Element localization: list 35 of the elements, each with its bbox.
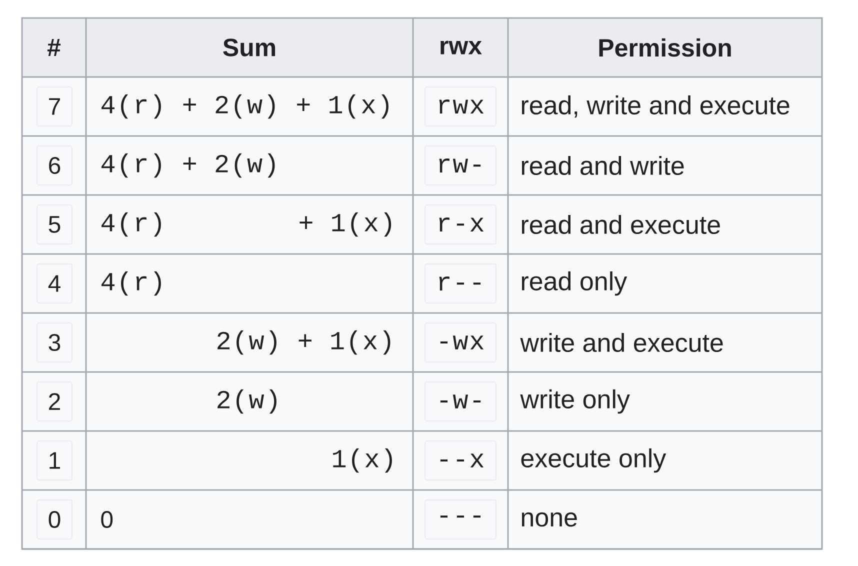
number-badge: 5: [36, 204, 72, 244]
header-cell: rwx: [413, 18, 508, 77]
code-badge: ---: [424, 500, 496, 540]
number-badge: 7: [36, 86, 72, 126]
code-badge: rw-: [424, 146, 496, 186]
permission-text: write and execute: [520, 332, 723, 352]
sum-text: 2(w): [218, 389, 276, 414]
sum-text: 4(r): [102, 212, 161, 237]
code-badge: r-x: [424, 204, 496, 244]
sum-text: 4(r): [102, 271, 161, 296]
number-badge: 0: [36, 500, 72, 540]
sum-text: 0: [101, 511, 113, 528]
sum-text: + 1(x): [300, 212, 392, 237]
number-badge: 3: [36, 322, 72, 362]
sum-text: 4(r) + 2(w) + 1(x): [102, 94, 388, 119]
permission-text: execute only: [521, 448, 666, 473]
permission-text: read only: [522, 271, 628, 296]
permission-text: read and execute: [522, 214, 720, 234]
sum-text: 2(w) + 1(x): [218, 330, 390, 355]
permission-text: read and write: [522, 156, 684, 176]
sum-text: 4(r) + 2(w): [102, 153, 275, 178]
permission-text: none: [522, 512, 577, 527]
code-badge: --x: [424, 440, 496, 480]
code-badge: -wx: [424, 322, 496, 362]
number-badge: 1: [36, 440, 72, 480]
code-badge: r--: [424, 264, 496, 304]
code-badge: -w-: [424, 382, 496, 422]
header-cell: #: [22, 18, 86, 77]
permission-text: write only: [520, 389, 630, 414]
sum-text: 1(x): [333, 448, 392, 473]
number-badge: 6: [36, 146, 72, 186]
number-badge: 2: [36, 382, 72, 422]
code-badge: rwx: [424, 86, 496, 126]
permission-text: read, write and execute: [522, 95, 790, 118]
number-badge: 4: [36, 264, 72, 304]
